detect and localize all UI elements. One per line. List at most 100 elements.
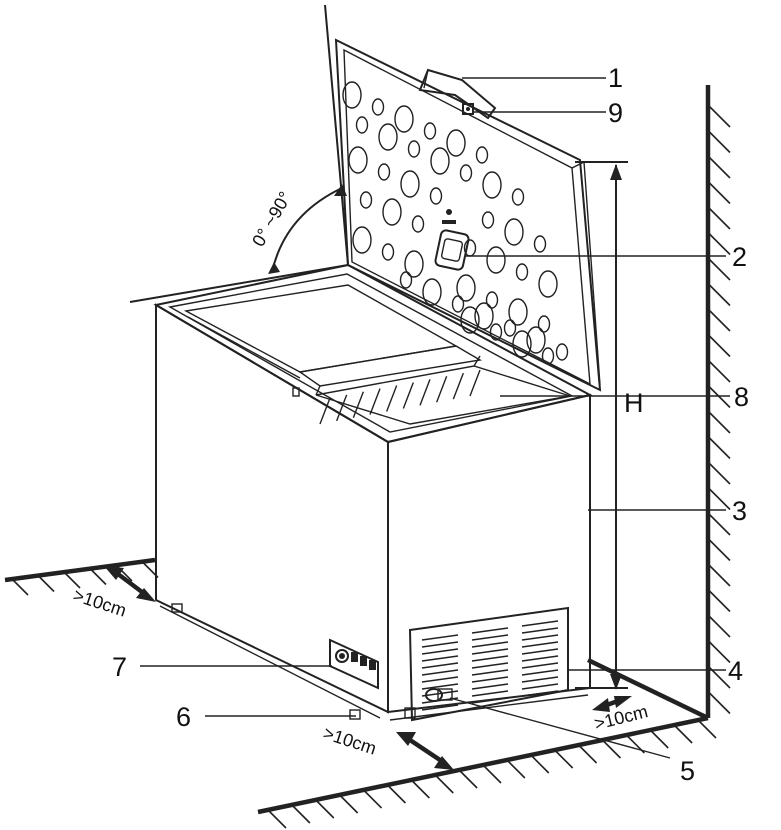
hatch-mark (707, 690, 731, 715)
lid-pattern-circle (555, 343, 569, 361)
grille-slot (521, 676, 559, 683)
hatch-mark (707, 563, 731, 587)
hatch-mark (601, 739, 622, 759)
clearance-front-label: >10cm (321, 723, 379, 759)
lid-closed-reference (129, 264, 349, 303)
grille-slot (521, 620, 559, 627)
hatch-mark (458, 769, 478, 789)
hatch-mark (707, 639, 731, 664)
lid-pattern-circle (456, 274, 476, 302)
basket-wire (436, 375, 448, 403)
hatch-mark (707, 537, 731, 562)
control-panel (329, 638, 379, 690)
lid-pattern-circle (382, 198, 402, 226)
lid-pattern-circle (526, 326, 546, 354)
lid-handle (418, 68, 497, 120)
hatch-mark (339, 794, 359, 814)
lid-pattern-circle (538, 270, 558, 298)
hatch-mark (11, 578, 29, 596)
hatch-mark (530, 754, 550, 774)
hatch-mark (673, 724, 693, 744)
grille-slot (471, 683, 509, 690)
wall (705, 85, 731, 718)
callout-5: 5 (680, 756, 695, 786)
grille-slot (421, 662, 459, 669)
lid-pattern-circle (541, 347, 555, 365)
lid-pattern-circle (378, 123, 398, 151)
clearance-arrow-front (396, 732, 454, 770)
hatch-mark (482, 764, 502, 784)
callout-3: 3 (732, 496, 747, 526)
basket-wire (419, 379, 431, 406)
angle-label: 0° ~90° (248, 188, 295, 250)
height-label: H (624, 388, 644, 418)
grille-slot (521, 683, 559, 690)
grille-slot (521, 690, 559, 697)
lid-pattern-circle (371, 98, 385, 116)
grille-slot (471, 641, 509, 648)
lid-pattern-circle (515, 263, 529, 281)
lid-pattern-circle (407, 140, 421, 158)
hatch-mark (362, 789, 383, 809)
lid-pattern-circle (430, 147, 450, 175)
lid-pattern-circle (512, 330, 532, 358)
lid-pattern-circle (508, 298, 528, 326)
clearance-left-label: >10cm (71, 585, 129, 621)
callout-9: 9 (608, 98, 623, 128)
hatch-mark (707, 231, 731, 256)
lid-pattern-circle (503, 319, 517, 337)
lid-pattern-circle (394, 105, 414, 133)
grille-slot (471, 662, 509, 669)
drain-plug (425, 688, 453, 702)
lid-pattern-circle (422, 278, 442, 306)
lid-lock (462, 103, 474, 115)
lid-pattern-circle (352, 226, 372, 254)
vent-grille (408, 606, 569, 722)
lid-pattern-circle (381, 243, 395, 261)
grille-slot (521, 648, 559, 655)
hatch-mark (577, 744, 598, 764)
hatch-mark (707, 308, 731, 332)
lid-pattern-circle (359, 191, 373, 209)
lid-open-edge (324, 4, 349, 266)
grille-slot (521, 641, 559, 648)
grille-slot (521, 655, 559, 662)
hatch-mark (63, 571, 81, 589)
hatch-mark (707, 486, 731, 511)
hatch-mark (707, 435, 731, 460)
lid-pattern-circle (486, 246, 506, 274)
lid-pattern-circle (485, 291, 499, 309)
hatch-mark (707, 282, 731, 307)
hatch-mark (267, 809, 287, 829)
lid-pattern-circle (342, 81, 362, 109)
freezer-cabinet (153, 263, 593, 721)
grille-slot (421, 641, 459, 648)
lid-pattern-circle (404, 250, 424, 278)
grille-slot (471, 697, 509, 704)
lid-pattern-circle (459, 164, 473, 182)
grille-slot (421, 676, 459, 683)
clearance-arrow-left (104, 566, 156, 602)
lid-pattern-circle (451, 295, 465, 313)
hatch-mark (707, 180, 731, 205)
lid-pattern-circle (537, 315, 551, 333)
hatch-mark (37, 574, 55, 593)
lid-pattern-circle (423, 122, 437, 140)
hatch-mark (707, 333, 731, 358)
hatch-mark (707, 155, 731, 179)
basket-wire (402, 382, 414, 409)
grille-slot (421, 704, 459, 711)
grille-slot (471, 648, 509, 655)
hatch-mark (707, 104, 731, 128)
hatch-mark (434, 774, 454, 794)
grille-slot (521, 662, 559, 669)
grille-slot (471, 690, 509, 697)
lid-pattern-circle (533, 235, 547, 253)
inner-partition (183, 284, 483, 387)
hatch-mark (707, 461, 731, 485)
grille-slot (471, 627, 509, 634)
leader-lines (140, 77, 730, 759)
opening-angle-arc (268, 184, 347, 274)
grille-slot (421, 683, 459, 690)
hatch-mark (707, 257, 731, 281)
